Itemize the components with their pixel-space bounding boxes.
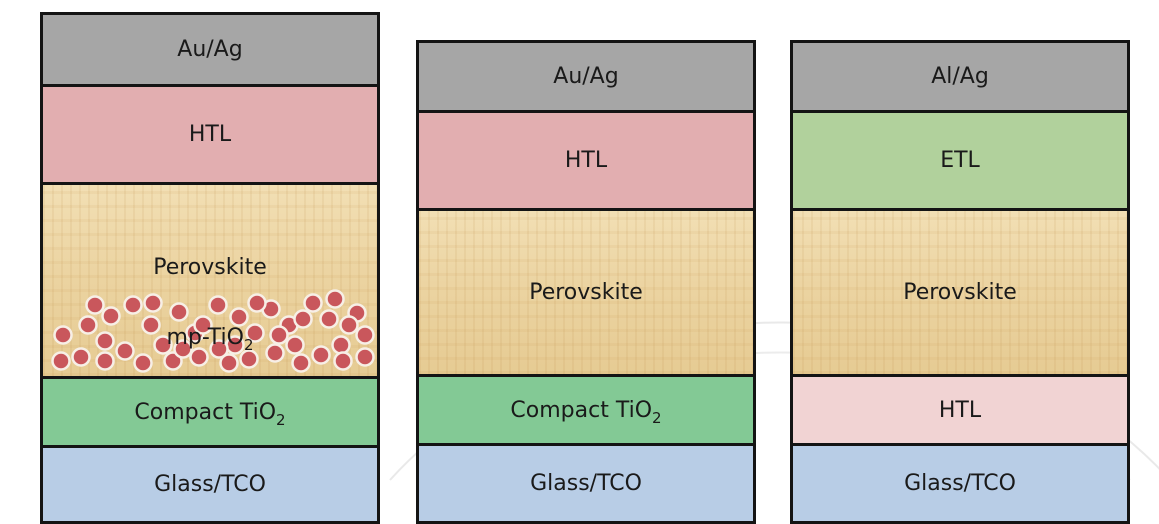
tio2-nanoparticle — [245, 323, 265, 343]
layer-label: ETL — [940, 148, 980, 173]
device-stack-mesoporous: Au/Ag HTL Perovskite mp-TiO2 Compact TiO… — [40, 12, 380, 524]
tio2-nanoparticle — [325, 289, 345, 309]
tio2-nanoparticle — [193, 315, 213, 335]
tio2-nanoparticle — [239, 349, 259, 369]
tio2-nanoparticle — [95, 351, 115, 371]
tio2-nanoparticle — [123, 295, 143, 315]
layer-label: Perovskite — [903, 280, 1017, 305]
mp-tio2-label: mp-TiO2 — [166, 325, 254, 354]
tio2-nanoparticle — [208, 295, 228, 315]
tio2-nanoparticle — [293, 309, 313, 329]
tio2-nanoparticle — [51, 351, 71, 371]
tio2-nanoparticle — [219, 353, 239, 373]
device-stack-inverted-pin: Al/Ag ETL Perovskite HTL Glass/TCO — [790, 40, 1130, 524]
layer-label: HTL — [938, 397, 982, 423]
tio2-nanoparticle — [209, 339, 229, 359]
tio2-nanoparticle — [303, 293, 323, 313]
tio2-nanoparticle — [247, 293, 267, 313]
layer-top-electrode: Au/Ag — [419, 43, 753, 110]
tio2-nanoparticle — [95, 331, 115, 351]
layer-label: HTL — [188, 122, 232, 147]
mp-tio2-nanoparticles — [51, 289, 375, 373]
layer-top-electrode: Al/Ag — [793, 43, 1127, 110]
layer-perovskite: Perovskite — [793, 211, 1127, 374]
layer-compact-tio2: Compact TiO2 — [43, 379, 377, 445]
layer-label: Glass/TCO — [904, 471, 1016, 496]
layer-label: Au/Ag — [553, 64, 619, 89]
layer-label: HTL — [564, 148, 608, 173]
layer-label: Glass/TCO — [530, 471, 642, 496]
layer-htl: HTL — [419, 113, 753, 208]
layer-label: Compact TiO2 — [510, 397, 662, 427]
tio2-nanoparticle — [169, 302, 189, 322]
tio2-nanoparticle — [319, 309, 339, 329]
tio2-nanoparticle — [78, 315, 98, 335]
tio2-nanoparticle — [153, 335, 173, 355]
tio2-nanoparticle — [265, 343, 285, 363]
tio2-nanoparticle — [355, 347, 375, 367]
tio2-nanoparticle — [133, 353, 153, 373]
layer-etl: ETL — [793, 113, 1127, 208]
tio2-nanoparticle — [143, 293, 163, 313]
tio2-nanoparticle — [339, 315, 359, 335]
layer-label: Compact TiO2 — [134, 399, 286, 429]
tio2-nanoparticle — [173, 339, 193, 359]
layer-label: Glass/TCO — [154, 472, 266, 497]
layer-label: Al/Ag — [931, 64, 989, 89]
tio2-nanoparticle — [141, 315, 161, 335]
layer-glass-tco: Glass/TCO — [419, 446, 753, 521]
layer-htl: HTL — [43, 87, 377, 182]
layer-htl: HTL — [793, 377, 1127, 443]
tio2-nanoparticle — [229, 307, 249, 327]
tio2-nanoparticle — [333, 351, 353, 371]
layer-perovskite: Perovskite — [419, 211, 753, 374]
layer-glass-tco: Glass/TCO — [793, 446, 1127, 521]
tio2-nanoparticle — [291, 353, 311, 373]
tio2-nanoparticle — [355, 325, 375, 345]
layer-perovskite: Perovskite mp-TiO2 — [43, 185, 377, 376]
tio2-nanoparticle — [115, 341, 135, 361]
layer-compact-tio2: Compact TiO2 — [419, 377, 753, 443]
tio2-nanoparticle — [71, 347, 91, 367]
tio2-nanoparticle — [285, 335, 305, 355]
tio2-nanoparticle — [101, 306, 121, 326]
layer-label: Perovskite — [153, 255, 267, 280]
tio2-nanoparticle — [311, 345, 331, 365]
tio2-nanoparticle — [53, 325, 73, 345]
layer-label: Au/Ag — [177, 37, 243, 62]
tio2-nanoparticle — [189, 347, 209, 367]
device-stack-planar-nip: Au/Ag HTL Perovskite Compact TiO2 Glass/… — [416, 40, 756, 524]
tio2-nanoparticle — [269, 325, 289, 345]
layer-top-electrode: Au/Ag — [43, 15, 377, 84]
tio2-nanoparticle — [85, 295, 105, 315]
layer-glass-tco: Glass/TCO — [43, 448, 377, 521]
layer-label: Perovskite — [529, 280, 643, 305]
